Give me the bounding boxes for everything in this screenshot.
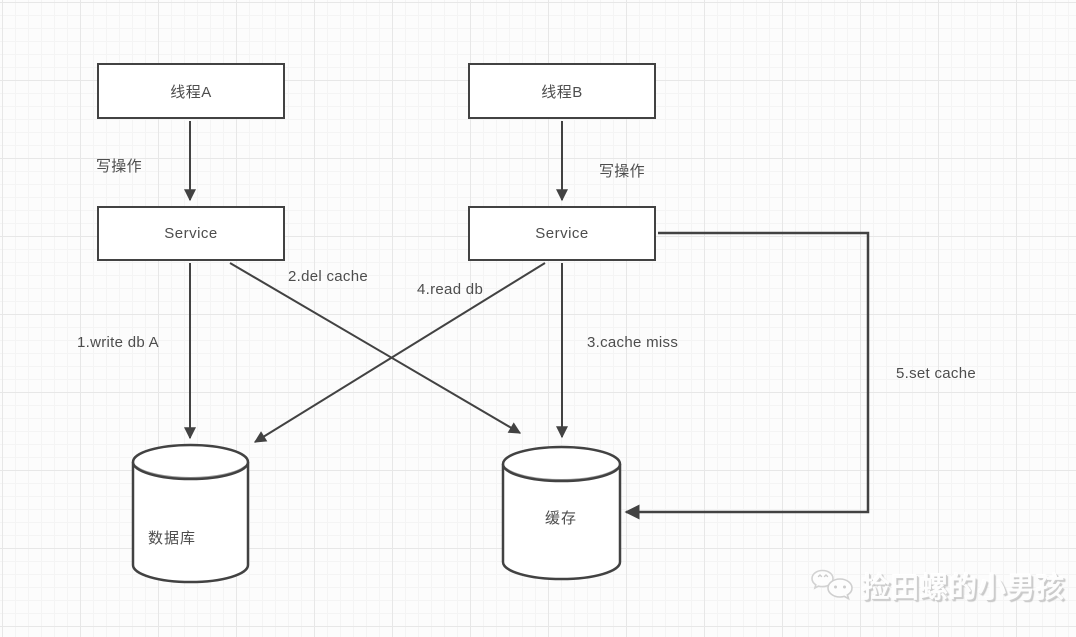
edge-label-write-op-a: 写操作 [96,158,142,175]
watermark-text: 捡田螺的小男孩 [862,572,1066,603]
node-service-a-label: Service [164,225,218,242]
node-service-a: Service [97,206,285,261]
edge-label-step2-del-cache: 2.del cache [288,268,369,285]
edge-label-write-op-b: 写操作 [599,163,645,180]
watermark: 捡田螺的小男孩 [808,566,1065,606]
arrow-serviceA-to-cache [229,262,522,434]
node-thread-a-label: 线程A [170,83,212,101]
database-label: 数据库 [148,530,197,547]
node-thread-a: 线程A [97,63,285,119]
arrow-serviceB-to-cache-set [624,231,870,520]
cache-cylinder [501,445,622,581]
wechat-chat-bubbles-icon [811,569,853,601]
edge-label-step1-write-db: 1.write db A [77,334,159,351]
node-thread-b-label: 线程B [541,83,583,101]
database-cylinder [131,443,250,584]
cache-label: 缓存 [545,510,578,527]
node-service-b: Service [468,206,656,261]
node-service-b-label: Service [535,225,589,242]
edge-label-step3-cache-miss: 3.cache miss [587,334,679,351]
edge-label-step4-read-db: 4.read db [417,281,484,298]
node-thread-b: 线程B [468,63,656,119]
arrow-serviceB-to-database [253,262,546,443]
edge-label-step5-set-cache: 5.set cache [896,365,977,382]
